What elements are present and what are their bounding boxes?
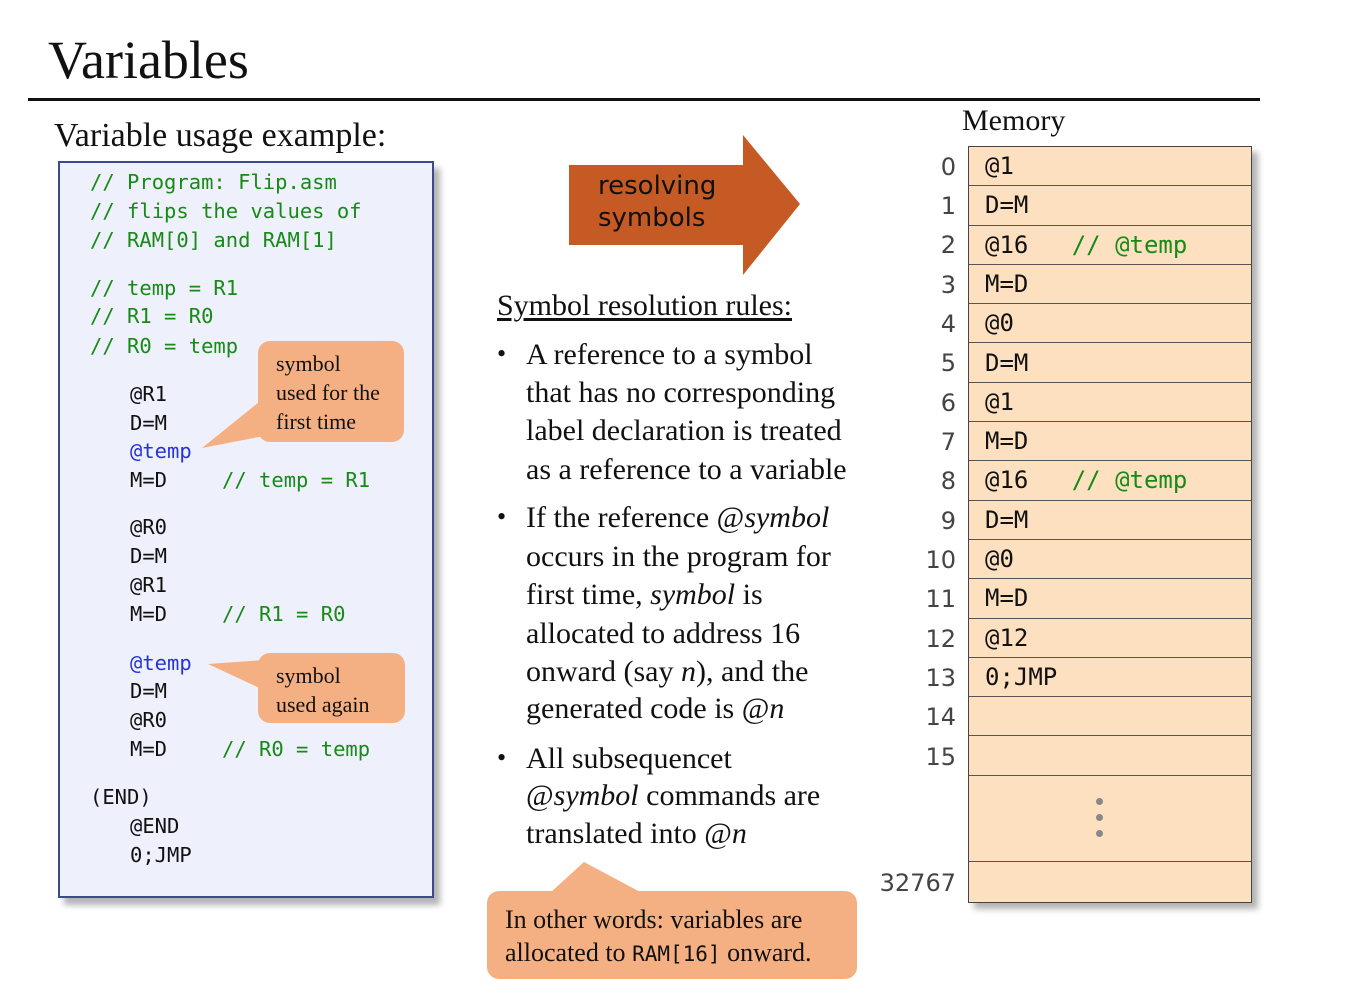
code-line: 0;JMP: [130, 843, 192, 867]
memory-address: 1: [940, 192, 956, 220]
memory-address: 2: [940, 231, 956, 259]
memory-address: 5: [940, 349, 956, 377]
memory-cell: D=M: [969, 501, 1251, 540]
arrow-label: resolving symbols: [598, 171, 717, 233]
memory-address: 10: [925, 546, 956, 574]
callout-pointer: [202, 398, 264, 448]
rule-text: A reference to a symbol: [526, 338, 813, 371]
code-line-temp-symbol: @temp: [130, 439, 192, 463]
bullet: •: [497, 743, 507, 772]
code-line: M=D: [130, 468, 168, 492]
rule-text: that has no corresponding: [526, 376, 836, 409]
memory-cell: M=D: [969, 265, 1251, 305]
rule-text: If the reference @symbol: [526, 501, 830, 534]
code-line: M=D: [130, 737, 168, 761]
code-line: // Program: Flip.asm: [90, 170, 337, 194]
code-line: D=M: [130, 544, 168, 568]
memory-address: 11: [925, 585, 956, 613]
memory-title: Memory: [962, 104, 1066, 137]
memory-cell: @16 // @temp: [969, 461, 1251, 501]
rule-text: translated into @n: [526, 817, 747, 850]
example-heading: Variable usage example:: [54, 117, 387, 154]
rule-text: onward (say n), and the: [526, 655, 809, 688]
memory-cell: M=D: [969, 422, 1251, 462]
callout-text: symbol used again: [276, 663, 370, 717]
memory-gap: [969, 776, 1251, 862]
memory-cell: @0: [969, 304, 1251, 344]
rules-heading: Symbol resolution rules:: [497, 289, 792, 322]
memory-cell: [969, 737, 1251, 776]
code-line-temp-symbol: @temp: [130, 651, 192, 675]
note-text: In other words: variables are: [505, 905, 803, 934]
code-line: // temp = R1: [90, 276, 239, 300]
resolving-arrow-icon: [569, 135, 800, 275]
memory-address: 14: [925, 703, 956, 731]
callout-first-time: symbol used for the first time: [258, 341, 404, 442]
rule-text: allocated to address 16: [526, 617, 801, 650]
memory-cell: @0: [969, 540, 1251, 580]
code-line: @R1: [130, 382, 168, 406]
ellipsis-icon: [1096, 813, 1103, 821]
rule-text: as a reference to a variable: [526, 453, 847, 486]
memory-address-last: 32767: [879, 869, 956, 897]
memory-cell: @12: [969, 619, 1251, 658]
code-line: // RAM[0] and RAM[1]: [90, 228, 337, 252]
code-line: // R0 = temp: [90, 334, 239, 358]
memory-address: 3: [940, 271, 956, 299]
memory-cell-last: [969, 862, 1251, 902]
memory-column: @1 D=M @16 // @temp M=D @0 D=M @1 M=D @1…: [968, 146, 1252, 903]
memory-cell: @1: [969, 147, 1251, 187]
code-line: (END): [90, 785, 152, 809]
ellipsis-icon: [1096, 829, 1103, 837]
code-line: M=D: [130, 602, 168, 626]
code-line: // flips the values of: [90, 199, 362, 223]
memory-address: 6: [940, 389, 956, 417]
rule-text: @symbol commands are: [526, 779, 821, 812]
rule-text: occurs in the program for: [526, 540, 831, 573]
memory-address: 0: [940, 153, 956, 181]
callout-used-again: symbol used again: [258, 653, 405, 723]
memory-cell: [969, 697, 1251, 737]
code-line: @R0: [130, 708, 168, 732]
code-line: @R1: [130, 573, 168, 597]
memory-address: 8: [940, 467, 956, 495]
rule-text: label declaration is treated: [526, 414, 842, 447]
code-comment: // R0 = temp: [222, 737, 371, 761]
code-line: D=M: [130, 679, 168, 703]
memory-address: 4: [940, 310, 956, 338]
rule-text: first time, symbol is: [526, 578, 763, 611]
callout-text: symbol used for the first time: [276, 351, 380, 434]
memory-address: 15: [925, 743, 956, 771]
memory-cell: @1: [969, 383, 1251, 423]
note-pointer: [550, 862, 642, 893]
code-comment: // R1 = R0: [222, 602, 346, 626]
memory-cell: D=M: [969, 344, 1251, 383]
memory-cell: D=M: [969, 186, 1251, 226]
slide-title: Variables: [48, 30, 249, 90]
memory-cell: M=D: [969, 579, 1251, 619]
code-line: @R0: [130, 515, 168, 539]
memory-address: 12: [925, 625, 956, 653]
ellipsis-icon: [1096, 797, 1103, 805]
memory-address: 7: [940, 428, 956, 456]
code-line: D=M: [130, 411, 168, 435]
title-divider: [28, 98, 1260, 101]
memory-cell: 0;JMP: [969, 658, 1251, 698]
bullet: •: [497, 502, 507, 531]
memory-cell: @16 // @temp: [969, 226, 1251, 265]
memory-address: 9: [940, 507, 956, 535]
rule-text: generated code is @n: [526, 692, 785, 725]
rule-text: All subsequencet: [526, 742, 732, 775]
note-box: In other words: variables are allocated …: [487, 891, 857, 979]
code-line: @END: [130, 814, 180, 838]
note-text: allocated to RAM[16] onward.: [505, 938, 812, 967]
code-listing: // Program: Flip.asm // flips the values…: [58, 161, 434, 898]
memory-address: 13: [925, 664, 956, 692]
callout-pointer: [208, 660, 264, 690]
code-comment: // temp = R1: [222, 468, 371, 492]
code-line: // R1 = R0: [90, 304, 214, 328]
bullet: •: [497, 339, 507, 368]
